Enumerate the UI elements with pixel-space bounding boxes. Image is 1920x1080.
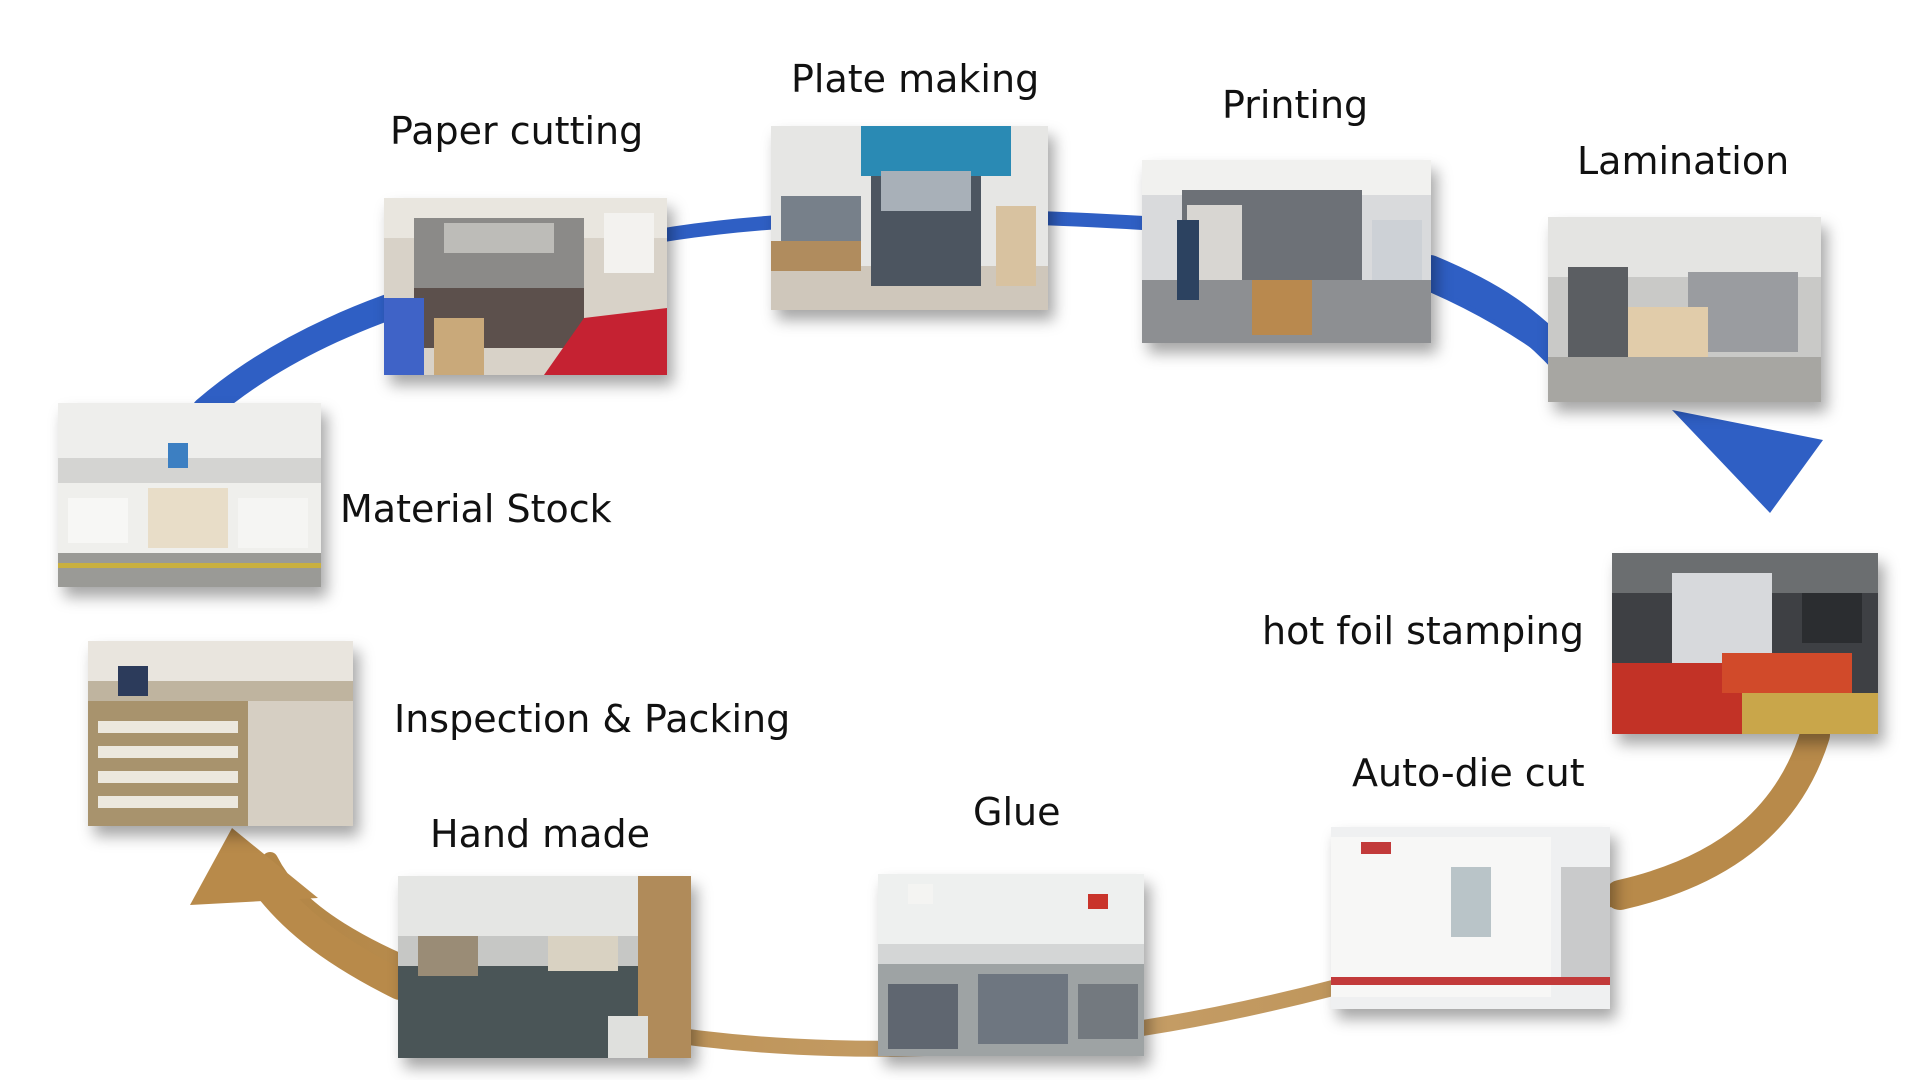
step-label-hand-made: Hand made <box>430 812 650 856</box>
gold-arrowhead <box>190 828 318 905</box>
step-label-glue: Glue <box>973 790 1061 834</box>
step-label-material-stock: Material Stock <box>340 487 612 531</box>
auto-die-cut-photo <box>1331 827 1610 1009</box>
plate-making-photo <box>771 126 1048 310</box>
material-stock-photo <box>58 403 321 587</box>
blue-arrowhead <box>1672 410 1823 513</box>
glue-photo <box>878 874 1144 1056</box>
step-label-lamination: Lamination <box>1577 139 1790 183</box>
lower-flow-arc-right <box>1605 720 1830 910</box>
step-label-hot-foil-stamping: hot foil stamping <box>1262 609 1585 653</box>
step-label-printing: Printing <box>1222 83 1369 127</box>
step-label-inspection-packing: Inspection & Packing <box>394 697 791 741</box>
lamination-photo <box>1548 217 1821 402</box>
step-label-plate-making: Plate making <box>791 57 1040 101</box>
paper-cutting-photo <box>384 198 667 375</box>
inspection-packing-photo <box>88 641 353 826</box>
printing-photo <box>1142 160 1431 343</box>
step-label-paper-cutting: Paper cutting <box>390 109 644 153</box>
step-label-auto-die-cut: Auto-die cut <box>1352 751 1585 795</box>
hot-foil-stamping-photo <box>1612 553 1878 734</box>
hand-made-photo <box>398 876 691 1058</box>
